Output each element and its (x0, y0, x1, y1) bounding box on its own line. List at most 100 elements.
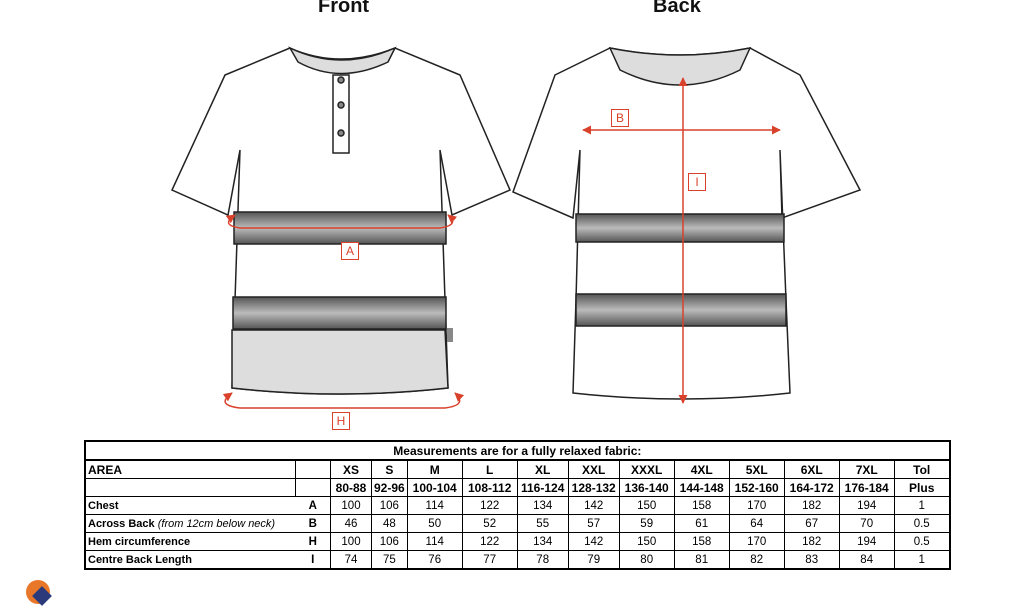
area-name: Centre Back Length (88, 553, 192, 566)
brand-logo (26, 580, 50, 604)
measurement-cell: 122 (461, 532, 518, 551)
measurement-cell: 79 (567, 550, 620, 570)
size-range: 100-104 (406, 478, 463, 497)
measurement-cell: 83 (783, 550, 840, 570)
measurement-cell: 142 (567, 496, 620, 515)
measurement-cell: 158 (673, 496, 730, 515)
size-header: 7XL (838, 459, 895, 479)
measurement-cell: 67 (783, 514, 840, 533)
front-view-title: Front (318, 0, 370, 17)
tolerance-cell: 0.5 (893, 532, 951, 551)
back-view-title: Back (653, 0, 701, 17)
measurement-cell: 84 (838, 550, 895, 570)
area-note: (from 12cm below neck) (157, 517, 276, 530)
marker-h: H (332, 412, 350, 430)
measurement-cell: 142 (567, 532, 620, 551)
table-title: Measurements are for a fully relaxed fab… (84, 440, 951, 461)
size-header: XS (330, 459, 372, 479)
measurement-cell: 46 (330, 514, 372, 533)
measurement-cell: 150 (618, 532, 675, 551)
measurement-cell: 106 (371, 496, 408, 515)
measurement-cell: 77 (461, 550, 518, 570)
size-range: 176-184 (838, 478, 895, 497)
measurement-cell: 122 (461, 496, 518, 515)
tolerance-cell: 1 (893, 496, 951, 515)
size-header: XXL (567, 459, 620, 479)
measurement-cell: 64 (728, 514, 785, 533)
measurement-cell: 70 (838, 514, 895, 533)
tolerance-cell: 1 (893, 550, 951, 570)
measurement-cell: 48 (371, 514, 408, 533)
measurement-cell: 194 (838, 496, 895, 515)
measurement-cell: 50 (406, 514, 463, 533)
size-range: 164-172 (783, 478, 840, 497)
measurement-cell: 82 (728, 550, 785, 570)
size-range: 116-124 (516, 478, 569, 497)
measure-code: H (295, 532, 331, 551)
size-header: XL (516, 459, 569, 479)
back-measure-lines (582, 77, 781, 404)
marker-a: A (341, 242, 359, 260)
size-range: 108-112 (461, 478, 518, 497)
tshirt-diagrams (171, 46, 862, 409)
area-name: Hem circumference (88, 535, 191, 548)
size-chart-table: Measurements are for a fully relaxed fab… (84, 440, 951, 570)
measurement-cell: 134 (516, 496, 569, 515)
measurement-cell: 100 (330, 496, 372, 515)
measurement-cell: 74 (330, 550, 372, 570)
measurement-cell: 114 (406, 496, 463, 515)
measurement-cell: 78 (516, 550, 569, 570)
measurement-cell: 150 (618, 496, 675, 515)
measurement-cell: 80 (618, 550, 675, 570)
size-header: 6XL (783, 459, 840, 479)
size-range: 92-96 (371, 478, 408, 497)
measurement-cell: 106 (371, 532, 408, 551)
area-label: Centre Back Length (84, 550, 296, 570)
measurement-cell: 182 (783, 496, 840, 515)
measurement-cell: 52 (461, 514, 518, 533)
measurement-cell: 75 (371, 550, 408, 570)
tolerance-cell: 0.5 (893, 514, 951, 533)
marker-b: B (611, 109, 629, 127)
front-tshirt (171, 46, 511, 395)
measurement-cell: 114 (406, 532, 463, 551)
size-header: 5XL (728, 459, 785, 479)
measurement-cell: 55 (516, 514, 569, 533)
size-header: M (406, 459, 463, 479)
front-measure-lines (222, 214, 465, 409)
area-label: Chest (84, 496, 296, 515)
size-range: 136-140 (618, 478, 675, 497)
marker-i: I (688, 173, 706, 191)
area-name: Chest (88, 499, 119, 512)
measurement-cell: 76 (406, 550, 463, 570)
size-header: L (461, 459, 518, 479)
size-range: 128-132 (567, 478, 620, 497)
size-range: 152-160 (728, 478, 785, 497)
tolerance-subheader: Plus (893, 478, 951, 497)
measurement-cell: 57 (567, 514, 620, 533)
size-range: 144-148 (673, 478, 730, 497)
size-range: 80-88 (330, 478, 372, 497)
measurement-cell: 182 (783, 532, 840, 551)
size-header: XXXL (618, 459, 675, 479)
measurement-cell: 194 (838, 532, 895, 551)
size-header: 4XL (673, 459, 730, 479)
measure-code: A (295, 496, 331, 515)
measurement-cell: 134 (516, 532, 569, 551)
measurement-cell: 170 (728, 532, 785, 551)
measurement-cell: 100 (330, 532, 372, 551)
area-label: Across Back (from 12cm below neck) (84, 514, 296, 533)
measure-code: B (295, 514, 331, 533)
measure-code: I (295, 550, 331, 570)
measurement-cell: 61 (673, 514, 730, 533)
area-label: Hem circumference (84, 532, 296, 551)
measurement-cell: 81 (673, 550, 730, 570)
area-name: Across Back (88, 517, 155, 530)
tolerance-header: Tol (893, 459, 951, 479)
measurement-cell: 170 (728, 496, 785, 515)
measurement-cell: 158 (673, 532, 730, 551)
